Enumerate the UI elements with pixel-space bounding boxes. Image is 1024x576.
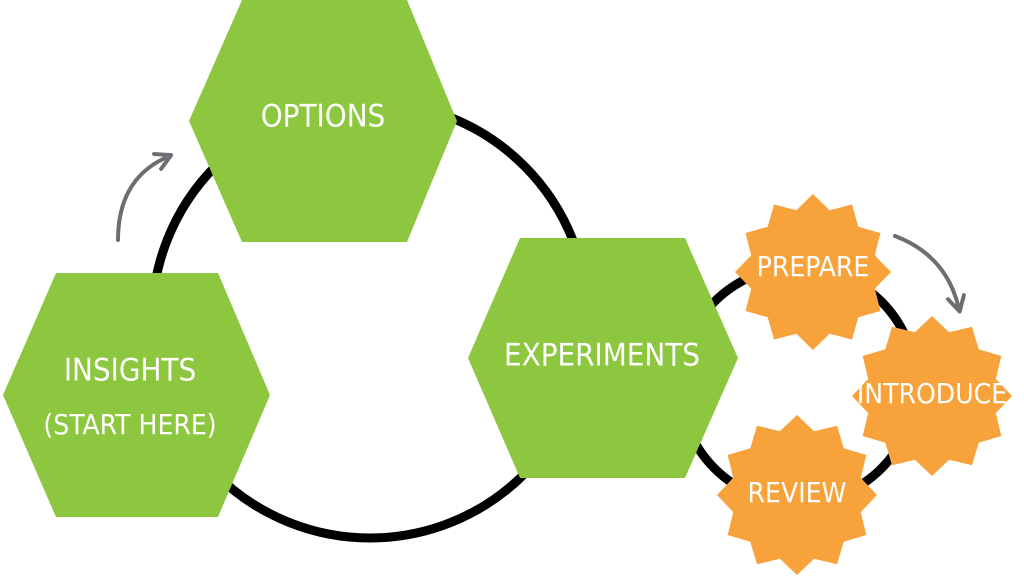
experiments-label: EXPERIMENTS	[504, 338, 700, 374]
introduce-label: INTRODUCE	[857, 377, 1007, 410]
prepare-node: PREPARE	[735, 194, 891, 350]
experiments-node: EXPERIMENTS	[468, 238, 738, 478]
options-node: OPTIONS	[189, 0, 457, 242]
insights-hexagon	[3, 273, 270, 517]
review-badge	[717, 415, 877, 575]
experiments-hexagon	[468, 238, 738, 478]
insights-node: INSIGHTS (START HERE)	[3, 273, 270, 517]
insights-label: INSIGHTS	[64, 353, 196, 389]
options-label: OPTIONS	[261, 99, 386, 135]
prepare-to-introduce-arrow	[893, 234, 958, 305]
introduce-badge	[852, 316, 1012, 476]
insights-sublabel: (START HERE)	[43, 408, 216, 441]
introduce-node: INTRODUCE	[852, 316, 1012, 476]
prepare-label: PREPARE	[757, 250, 870, 283]
insights-to-options-arrow	[116, 158, 165, 242]
options-hexagon	[189, 0, 457, 242]
review-label: REVIEW	[748, 476, 847, 509]
prepare-badge	[735, 194, 891, 350]
review-node: REVIEW	[717, 415, 877, 575]
